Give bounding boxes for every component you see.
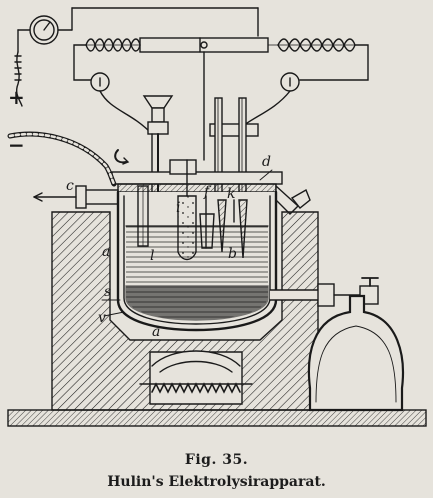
label-k: k <box>227 186 235 202</box>
electrolysis-apparatus-drawing: + − c d a s v a l i f k b <box>7 7 427 427</box>
gas-flask <box>307 294 405 412</box>
label-v: v <box>98 310 106 326</box>
electrode-f <box>199 195 215 249</box>
label-l: l <box>150 248 154 264</box>
electrode-k <box>217 199 248 259</box>
galvanometer-right <box>239 72 300 129</box>
label-a-side: a <box>102 244 110 260</box>
label-c: c <box>66 178 74 194</box>
positive-lead-wire <box>14 51 23 107</box>
label-a-bottom: a <box>152 324 160 340</box>
electrode-i <box>177 159 197 261</box>
outlet-pipe-c <box>33 185 119 209</box>
ammeter-gauge <box>17 7 259 53</box>
gas-nozzle-right <box>275 184 311 215</box>
wire-left <box>73 44 97 81</box>
vessel-lid <box>111 159 283 193</box>
figure-number: Fig. 35. <box>184 452 249 468</box>
resistance-coil-right <box>267 38 356 52</box>
resistance-coil-left <box>85 38 141 52</box>
label-i: i <box>176 200 180 216</box>
thermometer <box>137 185 149 247</box>
label-minus: − <box>8 133 25 157</box>
crossbar <box>139 37 269 53</box>
vessel-body <box>116 190 278 332</box>
electrode-holders <box>209 97 259 201</box>
furnace-brickwork <box>7 211 427 427</box>
label-s: s <box>104 284 111 300</box>
label-d: d <box>262 154 271 170</box>
label-b: b <box>228 246 237 262</box>
burner-flames <box>151 382 241 394</box>
label-f: f <box>203 184 212 200</box>
figure-title: Hulin's Elektrolysirapparat. <box>107 474 326 490</box>
pointer-d <box>259 169 273 181</box>
rotation-arrow <box>114 149 127 164</box>
wire-right <box>299 44 369 81</box>
pointer-v <box>103 311 125 317</box>
label-plus: + <box>8 85 25 109</box>
negative-cable <box>7 131 117 187</box>
galvanometer-left <box>90 72 151 133</box>
